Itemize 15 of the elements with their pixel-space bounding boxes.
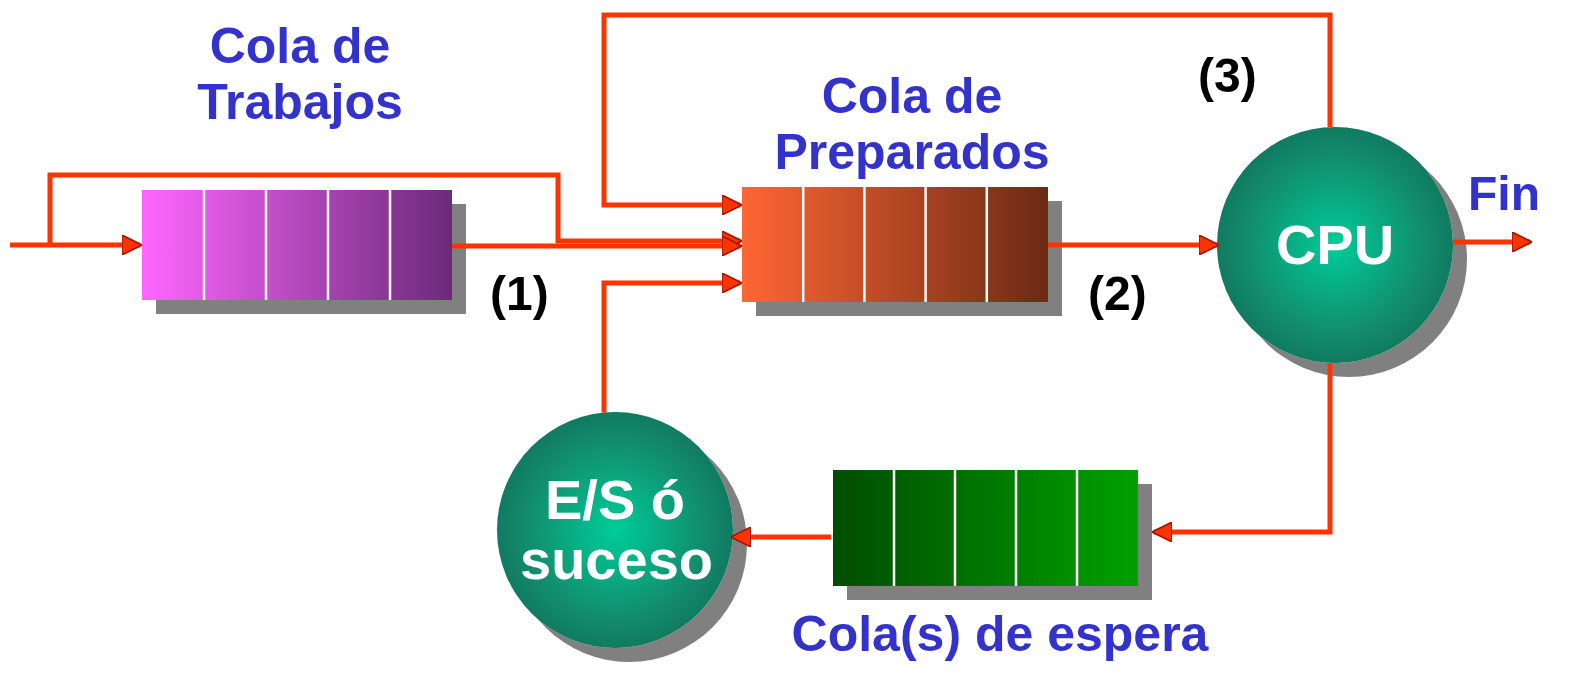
queue-heading: Cola de Preparados: [773, 68, 1051, 180]
arrow: [730, 526, 831, 548]
edge-label: (3): [1198, 50, 1257, 102]
arrow: [1452, 231, 1533, 253]
arrow: [601, 272, 743, 413]
edge-label: (2): [1088, 268, 1147, 320]
arrow: [601, 12, 1333, 216]
queue-heading: Cola de Trabajos: [196, 18, 404, 130]
arrow: [10, 234, 143, 256]
edge-label: (1): [490, 268, 549, 320]
arrow: [1048, 234, 1220, 256]
arrow: [1151, 362, 1333, 543]
queue-heading: Cola(s) de espera: [790, 606, 1210, 662]
arrow: [452, 235, 743, 257]
edge-label: Fin: [1468, 168, 1540, 220]
